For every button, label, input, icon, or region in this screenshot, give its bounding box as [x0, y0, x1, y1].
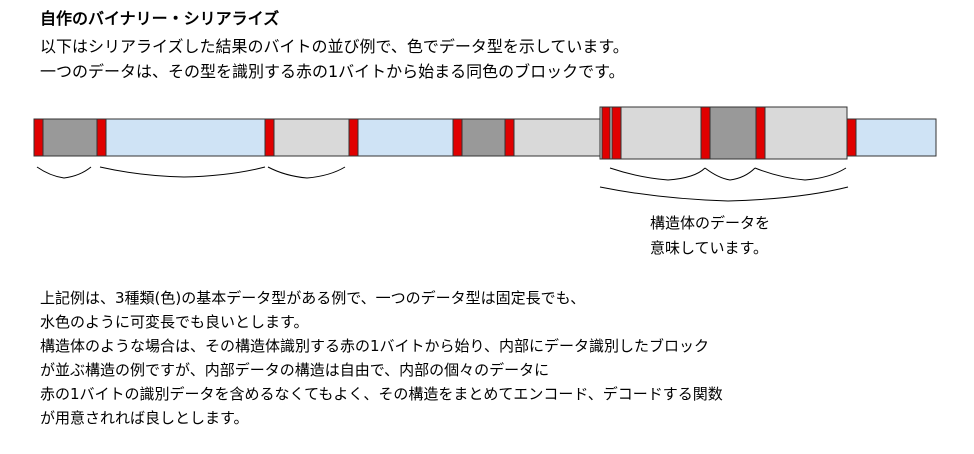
brace-light-blue-block: [99, 166, 266, 178]
intro-line: 以下はシリアライズした結果のバイトの並び例で、色でデータ型を示しています。: [40, 37, 629, 56]
braces: [36, 166, 849, 202]
explanation-line: 赤の1バイトの識別データを含めるなくてもよく、その構造をまとめてエンコード、デコ…: [40, 385, 723, 403]
data-block-dark-gray: [42, 118, 98, 157]
brace-struct-inner-2: [704, 167, 756, 181]
id-byte: [264, 118, 275, 157]
explanation-line: が用意されれば良しとします。: [40, 409, 249, 427]
data-block-light-gray: [764, 106, 848, 160]
struct-note: 構造体のデータを 意味しています。: [650, 211, 770, 261]
explanation-line: 水色のように可変長でも良いとします。: [40, 313, 309, 331]
data-block-light-gray: [513, 118, 601, 157]
data-block-light-gray: [620, 106, 702, 160]
brace-struct-inner-1: [609, 167, 706, 181]
intro-text: 以下はシリアライズした結果のバイトの並び例で、色でデータ型を示しています。 一つ…: [40, 34, 629, 84]
brace-light-gray-block: [267, 166, 346, 179]
id-byte: [96, 118, 107, 157]
data-block-light-blue: [855, 118, 937, 157]
id-byte: [755, 106, 766, 160]
data-block-light-gray: [273, 118, 350, 157]
data-block-dark-gray: [461, 118, 506, 157]
id-byte: [846, 118, 857, 157]
id-byte: [33, 118, 44, 157]
explanation-line: 構造体のような場合は、その構造体識別する赤の1バイトから始り、内部にデータ識別し…: [40, 337, 709, 355]
id-byte: [700, 106, 711, 160]
brace-dark-gray-block: [36, 166, 92, 179]
data-block-light-blue: [357, 118, 454, 157]
brace-struct-outer: [599, 186, 849, 202]
id-byte: [348, 118, 359, 157]
struct-id-byte: [601, 106, 611, 160]
id-byte: [504, 118, 515, 157]
brace-struct-inner-3: [754, 167, 847, 181]
id-byte: [452, 118, 463, 157]
id-byte: [611, 106, 622, 160]
explanation-text: 上記例は、3種類(色)の基本データ型がある例で、一つのデータ型は固定長でも、 水…: [40, 286, 723, 430]
explanation-line: が並ぶ構造の例ですが、内部データの構造は自由で、内部の個々のデータに: [40, 361, 550, 379]
note-line: 構造体のデータを: [650, 214, 771, 232]
note-line: 意味しています。: [650, 239, 769, 257]
explanation-line: 上記例は、3種類(色)の基本データ型がある例で、一つのデータ型は固定長でも、: [40, 289, 586, 307]
data-block-light-blue: [105, 118, 266, 157]
data-block-dark-gray: [709, 106, 757, 160]
intro-line: 一つのデータは、その型を識別する赤の1バイトから始まる同色のブロックです。: [40, 62, 625, 81]
diagram-title: 自作のバイナリー・シリアライズ: [40, 9, 280, 28]
byte-row: [33, 106, 937, 160]
